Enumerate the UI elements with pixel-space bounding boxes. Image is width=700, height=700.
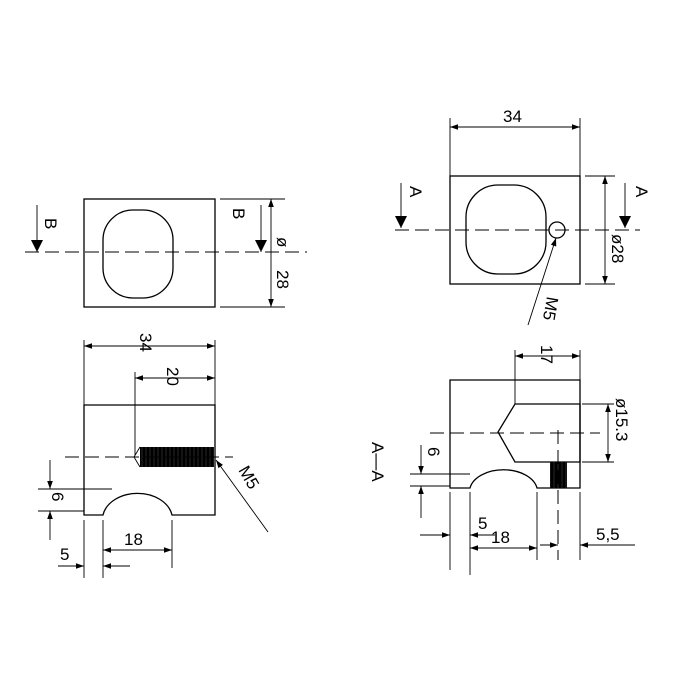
section-title: A—A bbox=[368, 442, 387, 482]
thread-label: M5 bbox=[539, 295, 562, 322]
block-outline bbox=[83, 198, 216, 308]
section-label-left: B bbox=[41, 218, 60, 229]
dim-5-label: 5 bbox=[60, 545, 69, 564]
hatched-section bbox=[83, 404, 216, 516]
dim-28-label: 28 bbox=[273, 270, 292, 289]
section-label-right: B bbox=[229, 208, 248, 219]
dim-17-label: 17 bbox=[537, 345, 556, 364]
dim-bore-label: ø15.3 bbox=[612, 398, 631, 441]
diameter-symbol: ø bbox=[273, 237, 292, 247]
top-left-view: B B ø 28 bbox=[25, 198, 307, 308]
dim-6-label: 6 bbox=[424, 447, 443, 456]
dim-18-label: 18 bbox=[491, 528, 510, 547]
section-label-right: A bbox=[632, 186, 651, 198]
section-label-left: A bbox=[406, 186, 425, 198]
dim-34-label: 34 bbox=[136, 333, 155, 352]
m5-leader bbox=[527, 237, 557, 326]
dim-20-label: 20 bbox=[163, 367, 182, 386]
dim-5-5-label: 5,5 bbox=[596, 525, 620, 544]
dim-18-label: 18 bbox=[124, 530, 143, 549]
section-a-view: 17 ø15.3 6 A—A 5 18 5,5 bbox=[368, 345, 635, 575]
dim-34-label: 34 bbox=[503, 107, 522, 126]
dim-5-label: 5 bbox=[478, 514, 487, 533]
section-b-view: 34 20 M5 6 5 18 bbox=[38, 333, 269, 578]
dim-6-label: 6 bbox=[48, 492, 67, 501]
top-right-view: 34 A A ø28 M5 bbox=[395, 107, 651, 326]
thread-label: M5 bbox=[235, 463, 263, 493]
bore-hole bbox=[497, 403, 581, 463]
dim-diameter-label: ø28 bbox=[608, 234, 627, 263]
rounded-bore bbox=[102, 209, 174, 299]
hatched-section bbox=[449, 379, 581, 489]
